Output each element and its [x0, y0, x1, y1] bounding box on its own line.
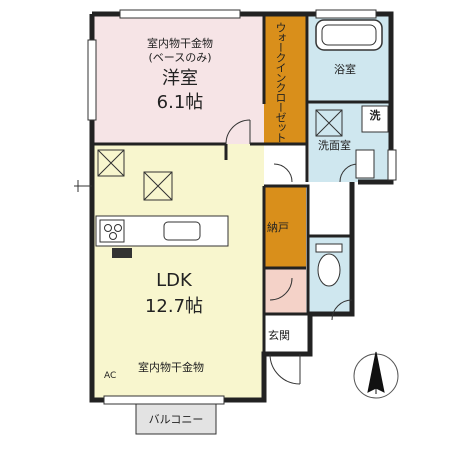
entrance-area: [264, 268, 306, 314]
ldk-name: LDK: [156, 270, 192, 291]
ac-label: AC: [104, 371, 117, 381]
wash-basin: [355, 149, 375, 179]
western-room-area: [92, 14, 264, 144]
toilet: [315, 243, 343, 253]
washroom-label: 洗面室: [318, 139, 351, 152]
washer-mark: 洗: [369, 109, 381, 122]
balcony: [135, 403, 217, 435]
entrance-label: 玄関: [268, 329, 290, 342]
kitchen-sink: [163, 221, 201, 241]
walkin-closet-area: [264, 14, 306, 144]
walkin-closet-label: ウォークインクローゼット: [274, 22, 287, 142]
genkan-area: [264, 314, 306, 354]
ldk-size: 12.7帖: [144, 296, 204, 317]
ceiling-drying-x-marks: [97, 109, 343, 201]
storage-area: [264, 186, 306, 268]
western-room-note-2: (ベースのみ): [148, 51, 212, 64]
washer-space: [361, 105, 389, 133]
ldk-area: [92, 144, 264, 400]
balcony-label: バルコニー: [148, 413, 204, 426]
bathroom-label: 浴室: [334, 63, 356, 76]
western-room-size: 6.1帖: [156, 92, 204, 113]
western-room-name: 洋室: [162, 68, 198, 89]
western-room-note-1: 室内物干金物: [147, 37, 213, 50]
ldk-drying-note: 室内物干金物: [138, 361, 204, 374]
door-swings: [225, 119, 359, 385]
outlet-mark: [74, 180, 92, 192]
bathtub: [315, 19, 383, 51]
inner-walls: [92, 14, 391, 354]
storage-label: 納戸: [267, 221, 289, 234]
